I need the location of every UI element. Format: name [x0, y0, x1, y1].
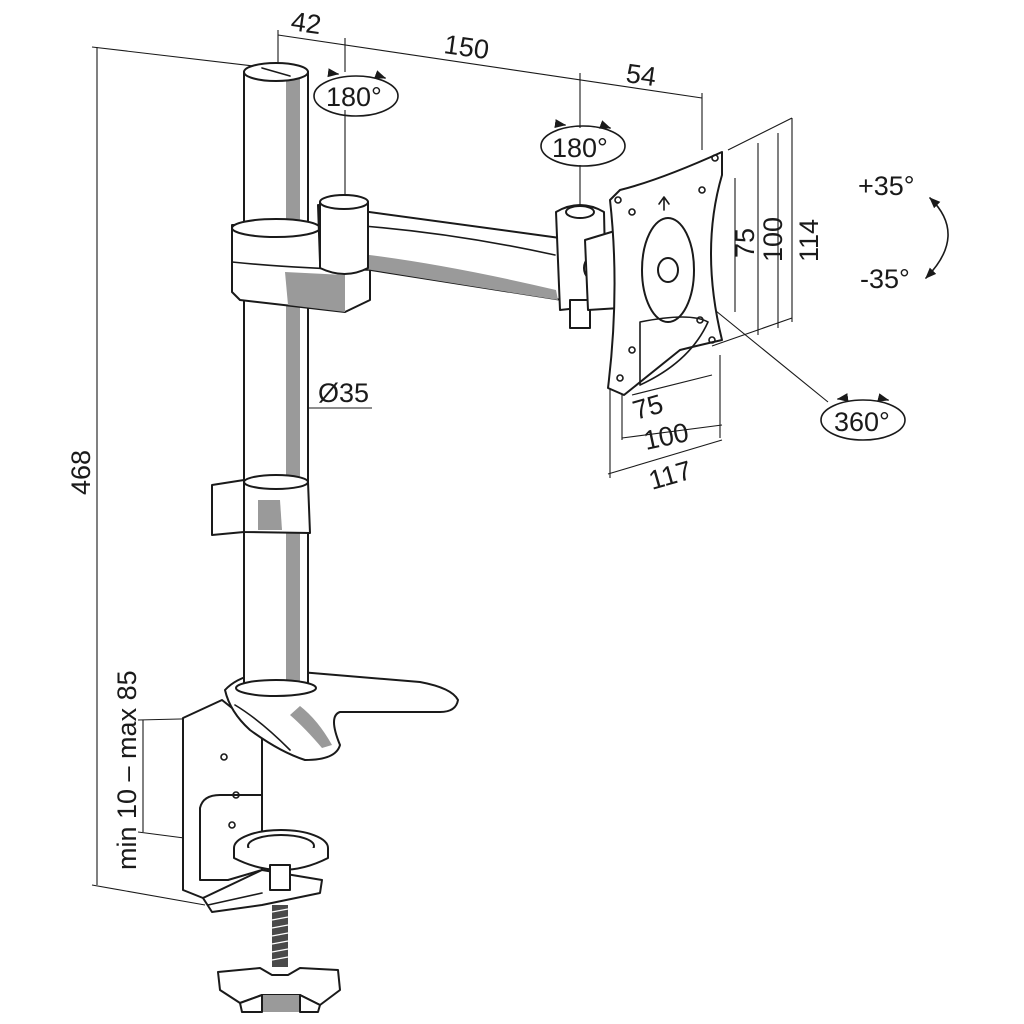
dim-vesa-vertical-small: 75 [730, 228, 760, 258]
head-swivel-label: 180° [552, 133, 608, 163]
tilt-head [555, 204, 621, 329]
pole-collar [231, 218, 371, 313]
dim-vesa-vertical-large: 100 [758, 217, 788, 262]
screen-rotation-label: 360° [834, 407, 890, 437]
arm [317, 194, 563, 301]
rotation-markers [313, 68, 949, 441]
dim-plate-height: 114 [794, 219, 824, 262]
cable-clip [211, 474, 311, 536]
dim-pole-offset: 42 [289, 6, 323, 40]
dim-vesa-horizontal-large: 100 [641, 417, 691, 456]
desk-clamp [182, 699, 341, 1013]
tilt-down-label: -35° [860, 264, 910, 294]
rotation-labels: 180° 180° 360° +35° -35° [326, 82, 915, 437]
dim-pole-diameter: Ø35 [318, 378, 369, 408]
arm-swivel-label: 180° [326, 82, 382, 112]
dim-clamp-range: min 10 – max 85 [112, 670, 142, 870]
tilt-up-label: +35° [858, 171, 915, 201]
dim-arm-length: 150 [442, 29, 491, 65]
pole [235, 62, 317, 697]
dimension-labels: 42 150 54 468 Ø35 min 10 – max 85 75 100… [66, 6, 824, 870]
vesa-plate [607, 151, 723, 396]
dim-head-offset: 54 [624, 58, 658, 92]
dim-total-height: 468 [66, 450, 96, 495]
